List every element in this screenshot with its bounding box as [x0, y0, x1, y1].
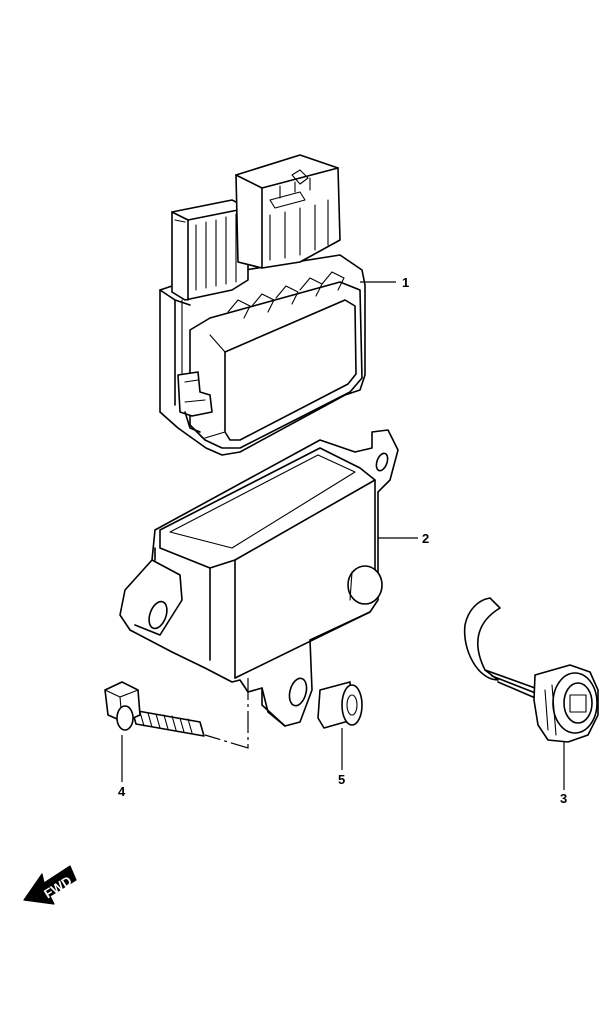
part-4-bolt	[104, 681, 205, 737]
part-2-bracket	[119, 429, 399, 727]
fwd-arrow-icon: FWD	[23, 865, 77, 905]
callout-2: 2	[422, 531, 429, 546]
callout-4: 4	[118, 784, 126, 799]
callout-5: 5	[338, 772, 345, 787]
part-5-collar	[317, 681, 363, 729]
callout-3: 3	[560, 791, 567, 806]
part-3-sensor-harness	[463, 597, 599, 743]
part-1-regulator-module	[159, 154, 366, 456]
dashed-connection-line	[204, 678, 249, 749]
callout-1: 1	[402, 275, 409, 290]
